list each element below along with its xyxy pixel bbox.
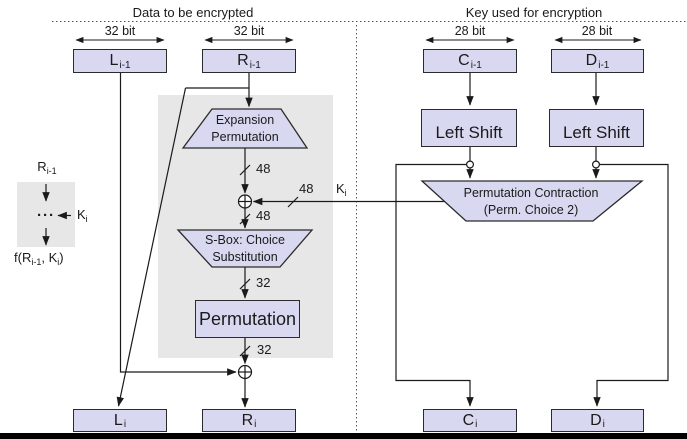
- perm-contraction-line1: Permutation Contraction: [463, 186, 599, 200]
- round-key-sub: i: [344, 188, 347, 198]
- legend-dots: ···: [37, 207, 55, 224]
- legend-key-main: K: [77, 207, 86, 222]
- legend-r-prev-main: R: [37, 159, 47, 174]
- bit-label-r: 32 bit: [233, 24, 265, 38]
- register-d-next-sub: i: [602, 419, 605, 430]
- register-r-prev-sub: i-1: [249, 59, 261, 71]
- expansion-line2: Permutation: [211, 129, 279, 144]
- data-wires: [116, 73, 444, 408]
- separators: [52, 21, 687, 432]
- legend-f-p3: ): [59, 250, 64, 265]
- wire-48-key-in: 48: [299, 181, 314, 196]
- left-shift-box-2: Left Shift: [549, 109, 644, 147]
- sbox-label: S-Box: Choice Substitution: [205, 232, 285, 266]
- register-c-next-label: C: [462, 411, 475, 429]
- permuted-choice-2-shape: [420, 180, 644, 222]
- legend-f-function: f(Ri-1, Ki): [14, 250, 64, 267]
- wire-48-xor-out: 48: [256, 208, 271, 223]
- xor-feistel: [237, 364, 253, 380]
- junction-dots: [466, 160, 600, 169]
- register-r-next-label: R: [241, 411, 254, 429]
- bottom-edge-bar: [0, 433, 687, 439]
- permutation-label: Permutation: [198, 308, 297, 329]
- register-c-prev-label: C: [458, 52, 470, 69]
- bit-label-c: 28 bit: [454, 24, 486, 38]
- register-l-next-sub: i: [123, 419, 127, 430]
- legend-r-prev-sub: i-1: [46, 166, 57, 176]
- legend-key: Ki: [77, 207, 88, 224]
- legend-f-s1: i-1: [31, 257, 42, 267]
- bit-label-d: 28 bit: [581, 24, 613, 38]
- round-key-label: Ki: [336, 181, 347, 198]
- permutation-box: Permutation: [195, 300, 300, 338]
- round-key-main: K: [336, 181, 345, 196]
- register-c-prev-sub: i-1: [470, 59, 482, 71]
- register-c-next-sub: i: [475, 419, 478, 430]
- register-l-prev-label: L: [109, 52, 119, 69]
- register-r-next-sub: i: [254, 419, 257, 430]
- perm-contraction-line2: (Perm. Choice 2): [483, 202, 579, 217]
- wire-32-sbox-out: 32: [256, 275, 271, 290]
- left-shift-box-1: Left Shift: [421, 109, 517, 147]
- expansion-line1: Expansion: [215, 113, 275, 127]
- legend-f-s2: i: [57, 257, 60, 267]
- register-l-next-label: L: [113, 411, 123, 429]
- register-d-next-label: D: [590, 411, 602, 429]
- bit-label-l: 32 bit: [104, 24, 136, 38]
- legend-arrows: [42, 184, 71, 246]
- expansion-permutation-shape: [181, 108, 309, 149]
- sbox-line2: Substitution: [212, 249, 278, 264]
- wire-48-expansion-out: 48: [256, 161, 271, 176]
- sbox-line1: S-Box: Choice: [205, 233, 285, 247]
- register-d-prev-label: D: [585, 52, 598, 69]
- legend-key-sub: i: [85, 214, 88, 224]
- left-shift-1-label: Left Shift: [435, 123, 503, 142]
- sbox-shape: [176, 229, 314, 268]
- section-title-data: Data to be encrypted: [132, 5, 254, 20]
- bus-width-slashes: [239, 164, 299, 357]
- left-shift-2-label: Left Shift: [562, 123, 631, 142]
- expansion-permutation-label: Expansion Permutation: [211, 112, 278, 146]
- register-d-prev-sub: i-1: [598, 59, 610, 71]
- section-title-key: Key used for encryption: [465, 5, 603, 20]
- register-r-prev-label: R: [237, 52, 249, 69]
- legend-f-p1: f(R: [14, 250, 32, 265]
- legend-r-prev: Ri-1: [37, 159, 57, 176]
- register-l-prev-sub: i-1: [119, 59, 131, 71]
- permuted-choice-2-label: Permutation Contraction (Perm. Choice 2): [464, 185, 599, 219]
- xor-key-mix: [237, 194, 253, 209]
- wire-32-perm-out: 32: [257, 342, 272, 357]
- legend-f-p2: , K: [41, 250, 58, 265]
